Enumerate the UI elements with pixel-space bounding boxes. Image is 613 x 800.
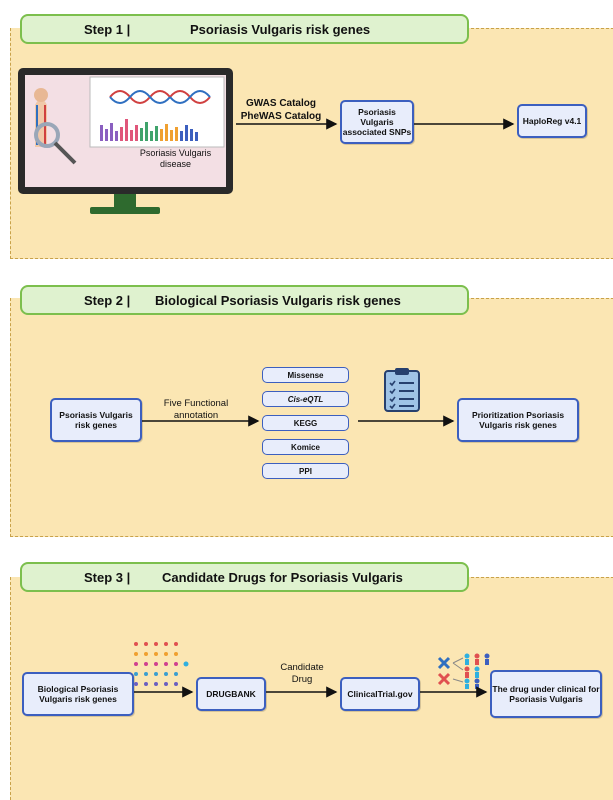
node-haploreg: HaploReg v4.1 — [517, 104, 587, 138]
clipboard-checklist-icon — [384, 368, 420, 412]
node-biological-risk-genes: Biological Psoriasis Vulgaris risk genes — [22, 672, 134, 716]
annotation-ppi: PPI — [262, 463, 349, 479]
step1-title: Psoriasis Vulgaris risk genes — [190, 21, 371, 37]
annotation-cis-eqtl: Cis-eQTL — [262, 391, 349, 407]
step3-header: Step 3 | Candidate Drugs for Psoriasis V… — [20, 562, 469, 592]
node-drugbank: DRUGBANK — [196, 677, 266, 711]
step2-arrow-label: Five Functional annotation — [163, 398, 229, 421]
step1-arrow-label-gwas: GWAS Catalog — [245, 98, 316, 109]
node-associated-snps: Psoriasis Vulgaris associated SNPs — [340, 100, 414, 144]
molecule-grid-icon — [134, 642, 189, 686]
step2-number: Step 2 | — [84, 292, 131, 308]
monitor-screen — [25, 75, 226, 187]
step3-number: Step 3 | — [84, 569, 131, 585]
monitor-caption: Psoriasis Vulgaris disease — [139, 148, 212, 170]
annotation-missense: Missense — [262, 367, 349, 383]
node-prioritization: Prioritization Psoriasis Vulgaris risk g… — [457, 398, 579, 442]
step2-header: Step 2 | Biological Psoriasis Vulgaris r… — [20, 285, 469, 315]
node-drug-under-clinical: The drug under clinical for Psoriasis Vu… — [490, 670, 602, 718]
node-clinicaltrial: ClinicalTrial.gov — [340, 677, 420, 711]
step1-number: Step 1 | — [84, 21, 131, 37]
step1-header: Step 1 | Psoriasis Vulgaris risk genes — [20, 14, 469, 44]
monitor-base — [90, 207, 160, 214]
annotation-komice: Komice — [262, 439, 349, 455]
monitor-illustration: Psoriasis Vulgaris disease — [18, 68, 233, 218]
step1-arrow-label-phewas: PheWAS Catalog — [240, 111, 322, 122]
step3-title: Candidate Drugs for Psoriasis Vulgaris — [162, 569, 403, 585]
screen-art-icon — [34, 76, 225, 165]
step3-arrow-label: Candidate Drug — [280, 662, 324, 685]
node-risk-genes: Psoriasis Vulgaris risk genes — [50, 398, 142, 442]
step2-title: Biological Psoriasis Vulgaris risk genes — [155, 292, 401, 308]
monitor-neck — [114, 194, 136, 208]
annotation-kegg: KEGG — [262, 415, 349, 431]
